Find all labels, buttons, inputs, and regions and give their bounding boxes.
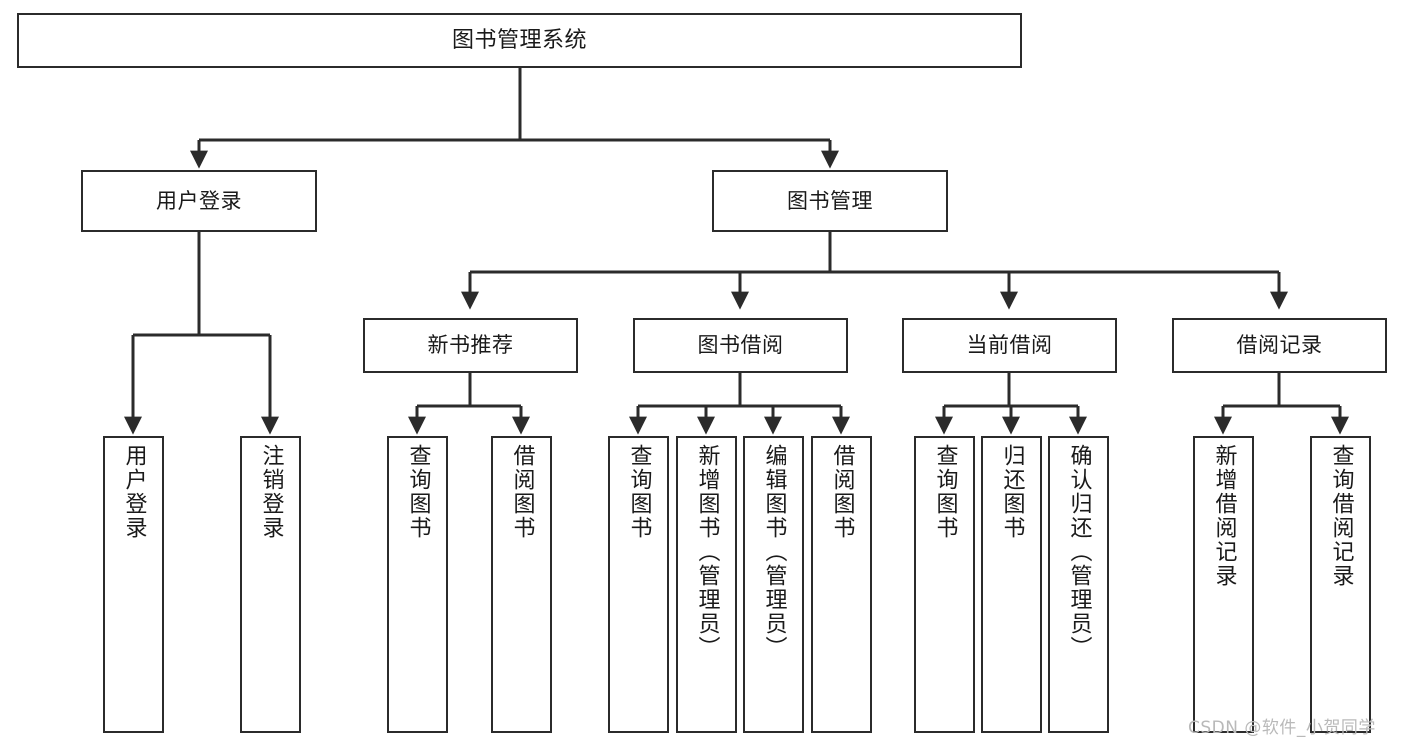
leaf-add-borrow-record[interactable]: 新增借阅记录 <box>1193 436 1254 733</box>
node-label: 图书借阅 <box>697 333 784 358</box>
node-label: 借阅图书 <box>509 444 535 540</box>
node-label: 当前借阅 <box>966 333 1053 358</box>
leaf-return-book[interactable]: 归还图书 <box>981 436 1042 733</box>
node-user-login[interactable]: 用户登录 <box>81 170 317 232</box>
node-label: 归还图书 <box>999 444 1025 540</box>
node-label: 查询图书 <box>626 444 652 540</box>
leaf-edit-book-admin[interactable]: 编辑图书（管理员） <box>743 436 804 733</box>
node-label: 图书管理 <box>787 188 873 213</box>
node-borrow-record[interactable]: 借阅记录 <box>1172 318 1387 373</box>
leaf-confirm-return-admin[interactable]: 确认归还（管理员） <box>1048 436 1109 733</box>
node-label: 图书管理系统 <box>451 27 587 53</box>
node-label: 编辑图书（管理员） <box>761 444 787 660</box>
leaf-borrow-book[interactable]: 借阅图书 <box>811 436 872 733</box>
leaf-add-book-admin[interactable]: 新增图书（管理员） <box>676 436 737 733</box>
node-label: 新增借阅记录 <box>1211 444 1237 588</box>
leaf-query-book-new[interactable]: 查询图书 <box>387 436 448 733</box>
node-label: 借阅图书 <box>829 444 855 540</box>
node-label: 新增图书（管理员） <box>694 444 720 660</box>
node-label: 查询图书 <box>405 444 431 540</box>
leaf-user-login[interactable]: 用户登录 <box>103 436 164 733</box>
csdn-watermark: CSDN @软件_小贺同学 <box>1188 718 1376 738</box>
node-book-borrow[interactable]: 图书借阅 <box>633 318 848 373</box>
node-label: 用户登录 <box>121 444 147 540</box>
node-label: 新书推荐 <box>427 333 514 358</box>
node-label: 查询借阅记录 <box>1328 444 1354 588</box>
node-label: 用户登录 <box>156 188 242 213</box>
node-label: 借阅记录 <box>1236 333 1323 358</box>
leaf-query-book-current[interactable]: 查询图书 <box>914 436 975 733</box>
node-label: 查询图书 <box>932 444 958 540</box>
node-book-management[interactable]: 图书管理 <box>712 170 948 232</box>
node-root-system[interactable]: 图书管理系统 <box>17 13 1022 68</box>
leaf-query-book-borrow[interactable]: 查询图书 <box>608 436 669 733</box>
node-new-book-recommend[interactable]: 新书推荐 <box>363 318 578 373</box>
node-label: 注销登录 <box>258 444 284 540</box>
leaf-borrow-book-new[interactable]: 借阅图书 <box>491 436 552 733</box>
leaf-logout[interactable]: 注销登录 <box>240 436 301 733</box>
leaf-query-borrow-record[interactable]: 查询借阅记录 <box>1310 436 1371 733</box>
node-label: 确认归还（管理员） <box>1066 444 1092 660</box>
node-current-borrow[interactable]: 当前借阅 <box>902 318 1117 373</box>
